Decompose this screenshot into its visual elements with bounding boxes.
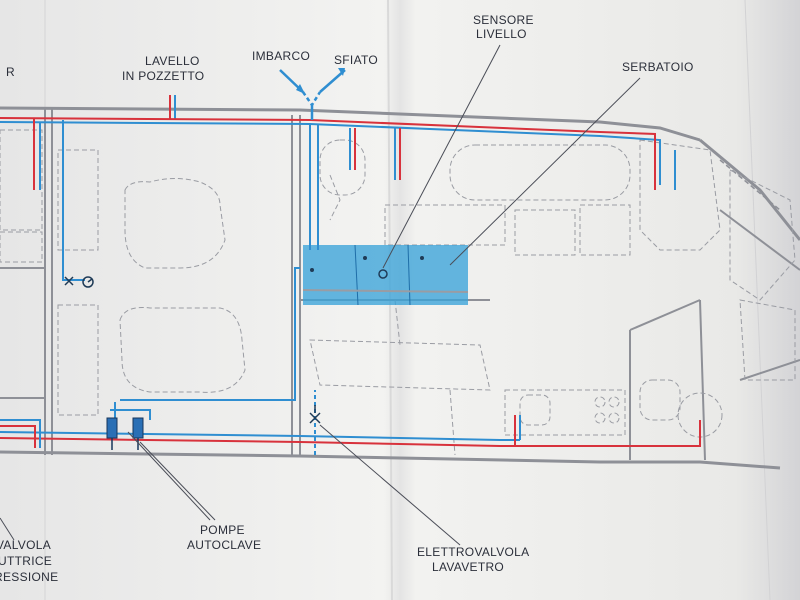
pompe-label-line1: POMPE — [200, 523, 245, 537]
furniture-outlines — [0, 129, 796, 456]
lower-left-manifold — [0, 419, 41, 448]
imbarco-arrow — [296, 84, 305, 94]
imbarco-sfiato-vents — [279, 69, 346, 120]
fold-line-right — [744, 0, 771, 600]
elettrovalvola-label-line2: LAVAVETRO — [432, 560, 504, 574]
bulkheads — [0, 108, 800, 461]
edge-left-label: R — [6, 65, 15, 79]
hull-outline — [0, 106, 800, 470]
elettrovalvola-label-line1: ELETTROVALVOLA — [417, 545, 529, 559]
left-cut-label-line3: RESSIONE — [0, 570, 58, 584]
left-cut-label-line1: VALVOLA — [0, 538, 51, 552]
left-cut-label-line2: UTTRICE — [0, 554, 52, 568]
hot-water-pipes — [0, 95, 701, 447]
imbarco-label: IMBARCO — [252, 49, 310, 63]
sfiato-arrow — [338, 68, 345, 76]
lavello-label-line1: LAVELLO — [145, 54, 200, 68]
elettrovalvola — [309, 405, 321, 424]
sfiato-label: SFIATO — [334, 53, 378, 67]
pompe-label-line2: AUTOCLAVE — [187, 538, 261, 552]
leader-lines — [0, 44, 641, 546]
sensore-label-line1: SENSORE — [473, 13, 534, 27]
valve-gauge — [64, 276, 94, 288]
lavello-label-line2: IN POZZETTO — [122, 69, 204, 83]
pompe-autoclave — [106, 417, 144, 450]
serbatoio-tank — [302, 244, 469, 306]
sensore-label-line2: LIVELLO — [476, 27, 527, 41]
serbatoio-label: SERBATOIO — [622, 60, 694, 74]
